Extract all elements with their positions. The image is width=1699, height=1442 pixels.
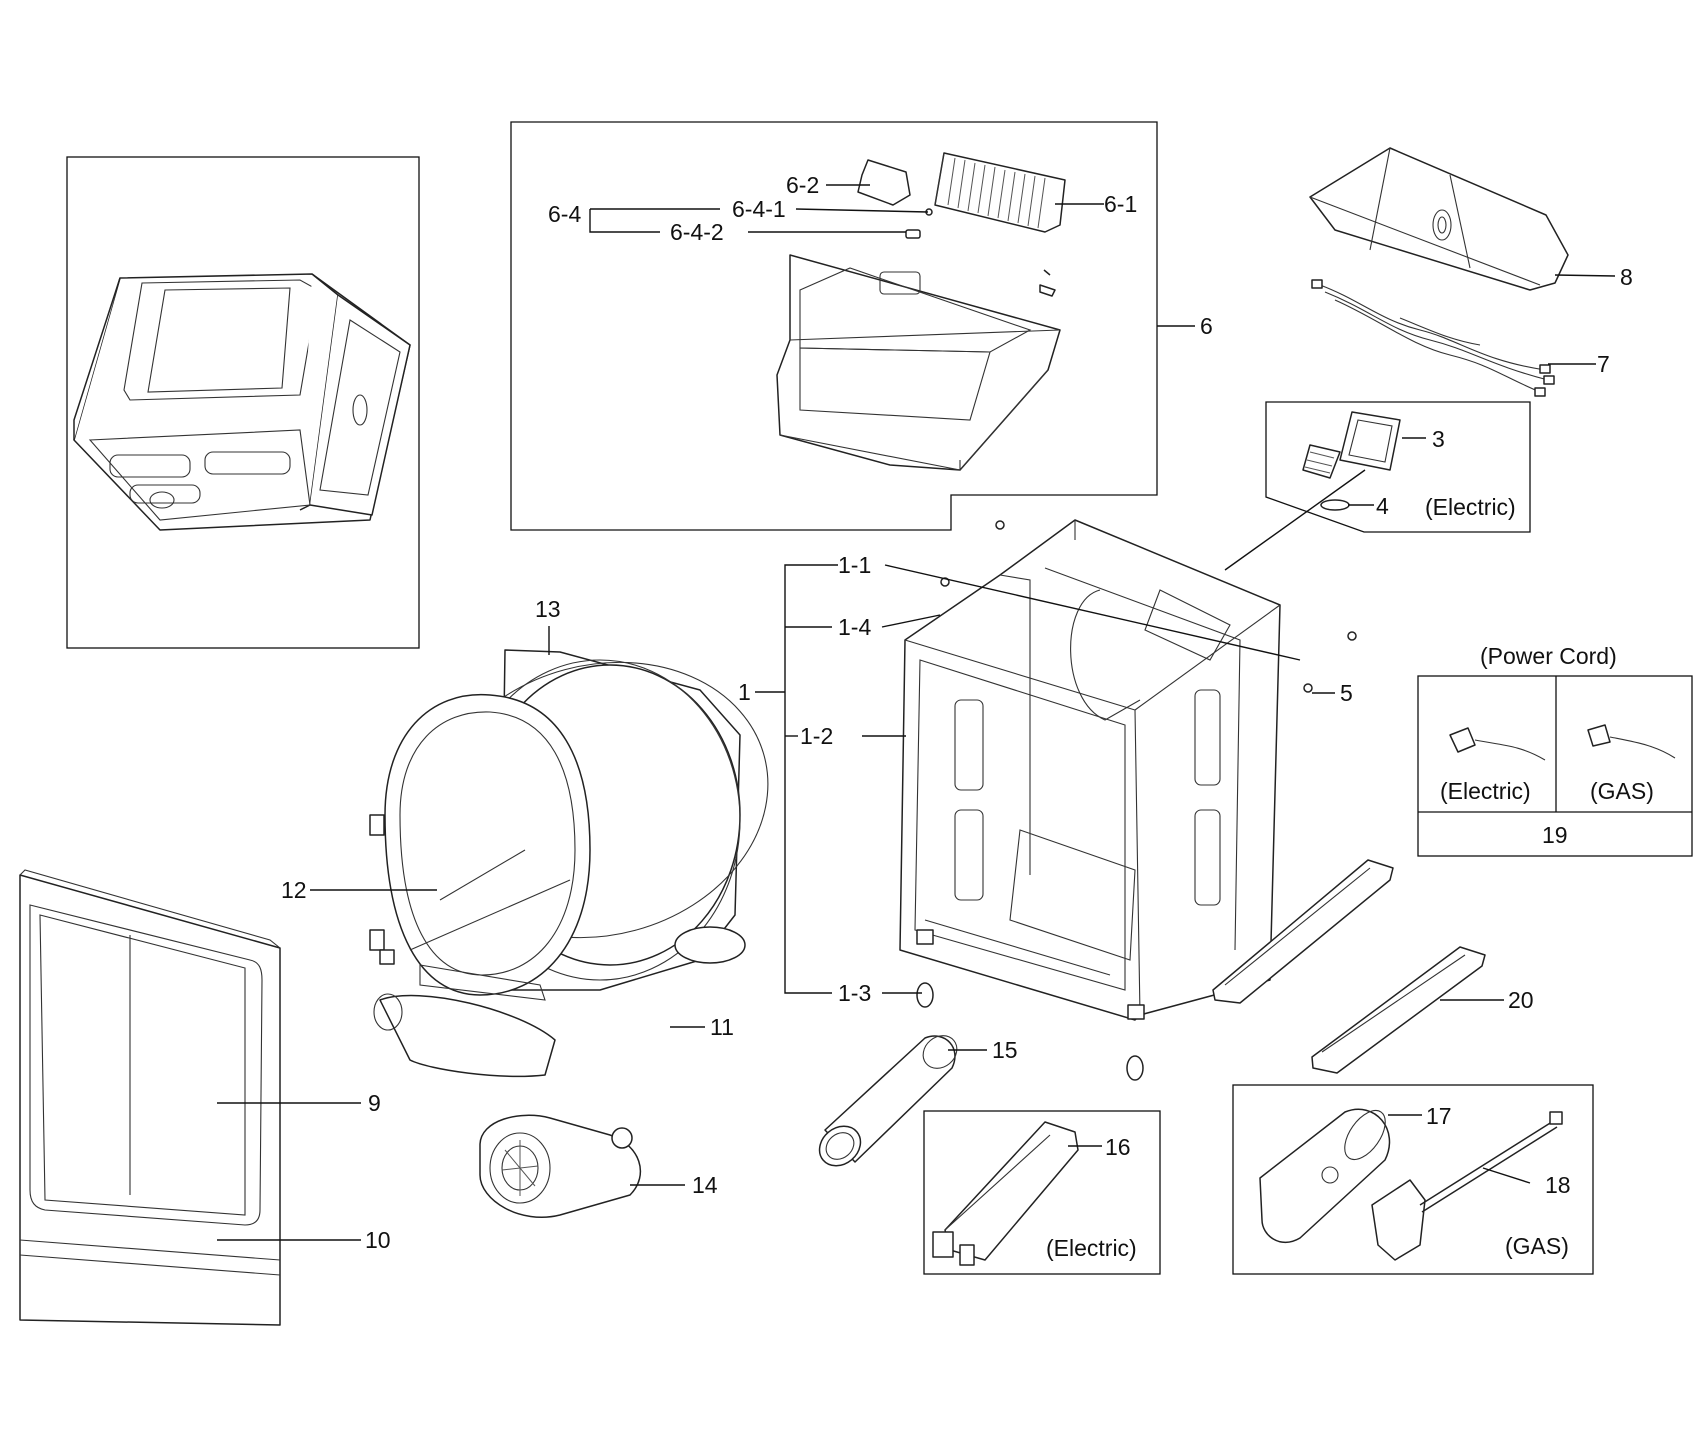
label-6: 6 — [1200, 313, 1213, 339]
label-10: 10 — [365, 1227, 391, 1253]
label-1-1: 1-1 — [838, 552, 871, 578]
label-4: 4 — [1376, 493, 1389, 519]
top-panel-group — [510, 121, 1158, 531]
caption-burner-gas: (GAS) — [1505, 1233, 1569, 1259]
label-17: 17 — [1426, 1103, 1452, 1129]
wire-harness-shape — [1311, 279, 1555, 397]
label-6-4: 6-4 — [548, 201, 581, 227]
part-6-1-shape — [934, 152, 1066, 233]
caption-filter-electric: (Electric) — [1425, 494, 1516, 520]
label-9: 9 — [368, 1090, 381, 1116]
label-11: 11 — [710, 1014, 734, 1040]
heater-group-electric — [923, 1110, 1161, 1275]
label-1-2: 1-2 — [800, 723, 833, 749]
label-15: 15 — [992, 1037, 1018, 1063]
filter-group-electric — [1265, 401, 1531, 533]
label-1: 1 — [738, 679, 751, 705]
label-6-2: 6-2 — [786, 172, 819, 198]
label-6-1: 6-1 — [1104, 191, 1137, 217]
label-1-4: 1-4 — [838, 614, 871, 640]
caption-cord-electric: (Electric) — [1440, 778, 1531, 804]
base-rails-shape — [1212, 859, 1486, 1074]
power-cord-group — [1417, 675, 1693, 857]
burner-group-gas — [1232, 1084, 1594, 1275]
label-5: 5 — [1340, 680, 1353, 706]
label-6-4-1: 6-4-1 — [732, 196, 786, 222]
label-20: 20 — [1508, 987, 1534, 1013]
cabinet-shape — [899, 519, 1357, 1081]
label-7: 7 — [1597, 351, 1610, 377]
label-16: 16 — [1105, 1134, 1131, 1160]
label-6-4-2: 6-4-2 — [670, 219, 724, 245]
duct-shape — [818, 1035, 958, 1167]
blower-shape — [479, 1114, 641, 1218]
drum-shape — [369, 649, 769, 1078]
assembled-dryer-view — [66, 156, 420, 649]
label-14: 14 — [692, 1172, 718, 1198]
caption-heater-electric: (Electric) — [1046, 1235, 1137, 1261]
part-labels: 6-2 6-1 6-4 6-4-1 6-4-2 6 8 7 3 4 (Elect… — [281, 172, 1654, 1261]
label-19: 19 — [1542, 822, 1568, 848]
label-13: 13 — [535, 596, 561, 622]
caption-cord-gas: (GAS) — [1590, 778, 1654, 804]
caption-power-cord: (Power Cord) — [1480, 643, 1617, 669]
label-8: 8 — [1620, 264, 1633, 290]
label-3: 3 — [1432, 426, 1445, 452]
control-panel-shape — [1309, 147, 1569, 291]
label-12: 12 — [281, 877, 307, 903]
label-18: 18 — [1545, 1172, 1571, 1198]
label-1-3: 1-3 — [838, 980, 871, 1006]
door-shape — [19, 869, 281, 1326]
leader-lines — [217, 184, 1616, 1241]
